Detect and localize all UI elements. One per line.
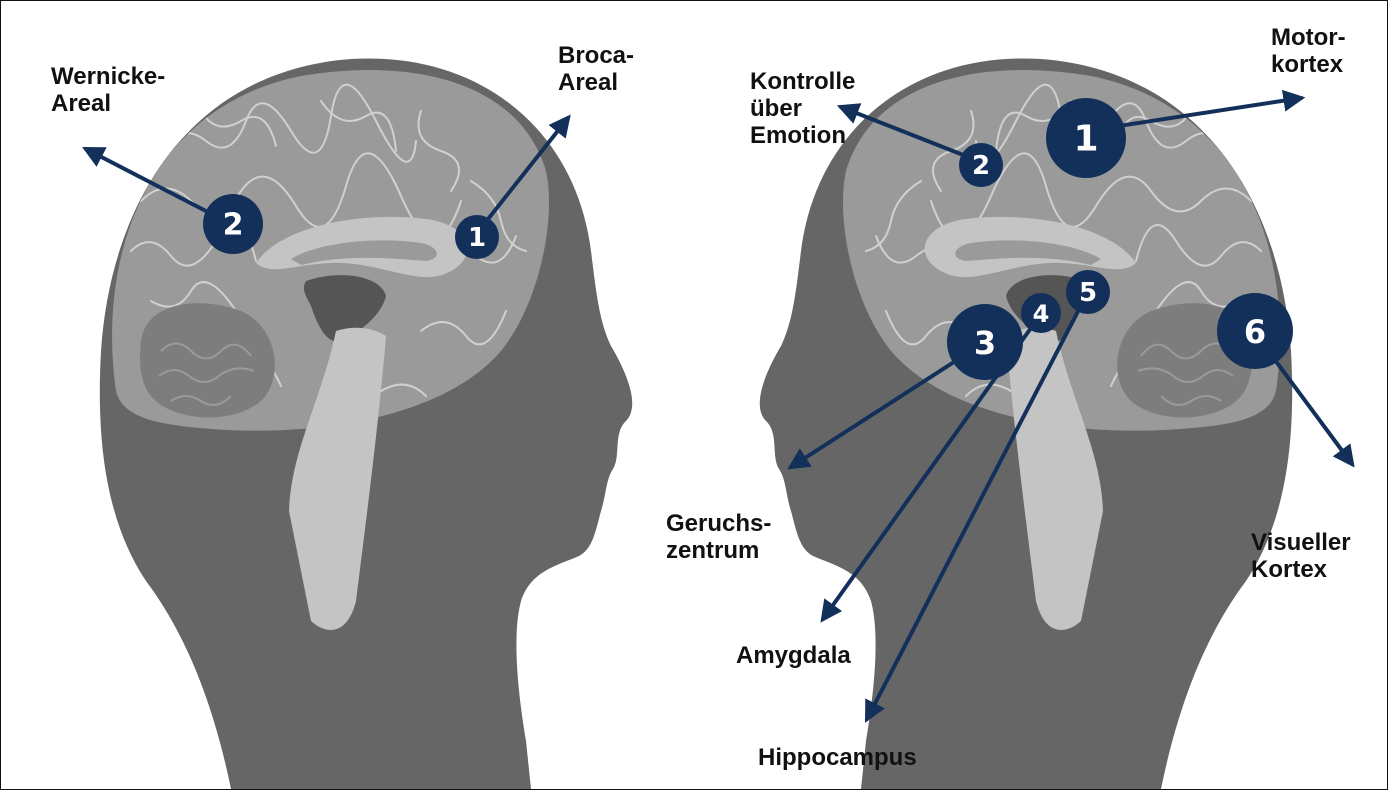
svg-text:4: 4 bbox=[1033, 300, 1050, 328]
marker-right-1: 1 bbox=[1046, 98, 1126, 178]
svg-text:6: 6 bbox=[1244, 313, 1266, 351]
marker-right-6: 6 bbox=[1217, 293, 1293, 369]
marker-right-2: 2 bbox=[959, 143, 1003, 187]
marker-right-3: 3 bbox=[947, 304, 1023, 380]
svg-text:2: 2 bbox=[223, 208, 244, 243]
label-wernicke-areal: Wernicke- Areal bbox=[51, 63, 165, 117]
label-geruchszentrum: Geruchs- zentrum bbox=[666, 510, 771, 564]
svg-text:2: 2 bbox=[972, 151, 990, 181]
label-kontrolle-ueber-emotion: Kontrolle über Emotion bbox=[750, 68, 855, 149]
marker-right-5: 5 bbox=[1066, 270, 1110, 314]
label-amygdala: Amygdala bbox=[736, 642, 851, 669]
label-broca-areal: Broca- Areal bbox=[558, 42, 634, 96]
svg-text:1: 1 bbox=[468, 223, 486, 253]
svg-text:5: 5 bbox=[1079, 278, 1097, 308]
label-hippocampus: Hippocampus bbox=[758, 744, 917, 771]
marker-left-1: 1 bbox=[455, 215, 499, 259]
label-motorkortex: Motor- kortex bbox=[1271, 24, 1346, 78]
label-visueller-kortex: Visueller Kortex bbox=[1251, 529, 1351, 583]
marker-right-4: 4 bbox=[1021, 293, 1061, 333]
left-head bbox=[100, 58, 632, 789]
right-head bbox=[760, 58, 1292, 789]
svg-text:3: 3 bbox=[974, 324, 996, 362]
marker-left-2: 2 bbox=[203, 194, 263, 254]
svg-text:1: 1 bbox=[1073, 119, 1098, 160]
